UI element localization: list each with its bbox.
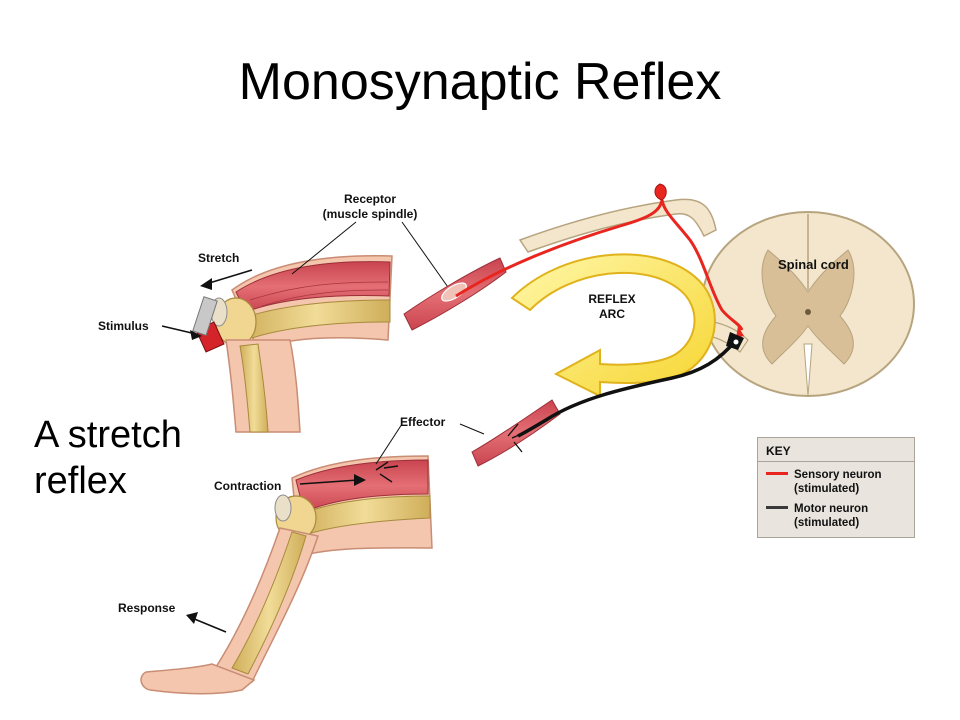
sensory-swatch-icon xyxy=(766,472,788,476)
legend-motor-line1: Motor neuron xyxy=(794,503,869,515)
response-label: Response xyxy=(118,601,176,615)
reflex-arc-arrow xyxy=(510,253,716,398)
legend-key: KEY Sensory neuron (stimulated) Motor neu… xyxy=(757,437,915,538)
sensory-neuron-path xyxy=(455,183,744,338)
receptor-spindle-cutaway xyxy=(403,257,507,331)
effector-muscle-cutaway xyxy=(471,399,561,467)
stretch-label: Stretch xyxy=(198,251,239,265)
legend-item-sensory: Sensory neuron (stimulated) xyxy=(766,468,911,496)
side-caption: A stretch reflex xyxy=(34,412,182,504)
reflex-arc-label-line1: REFLEX xyxy=(588,292,635,306)
lower-leg-illustration xyxy=(140,423,485,695)
reflex-arc-label-line2: ARC xyxy=(599,307,625,321)
receptor-sublabel: (muscle spindle) xyxy=(323,207,418,221)
stimulus-label: Stimulus xyxy=(98,319,149,333)
legend-sensory-line2: (stimulated) xyxy=(794,483,860,495)
receptor-label: Receptor xyxy=(344,192,396,206)
motor-swatch-icon xyxy=(766,506,788,510)
legend-motor-line2: (stimulated) xyxy=(794,517,860,529)
page-title: Monosynaptic Reflex xyxy=(238,53,722,111)
legend-sensory-line1: Sensory neuron xyxy=(794,469,882,481)
upper-leg-illustration xyxy=(161,221,451,433)
motor-neuron-path xyxy=(517,332,744,438)
legend-item-motor: Motor neuron (stimulated) xyxy=(766,502,911,530)
effector-label: Effector xyxy=(400,415,446,429)
legend-title: KEY xyxy=(766,444,791,458)
side-caption-line1: A stretch xyxy=(34,414,182,456)
spinal-cord-label: Spinal cord xyxy=(778,257,849,272)
contraction-label: Contraction xyxy=(214,479,281,493)
side-caption-line2: reflex xyxy=(34,460,127,502)
legend-divider xyxy=(758,461,914,462)
